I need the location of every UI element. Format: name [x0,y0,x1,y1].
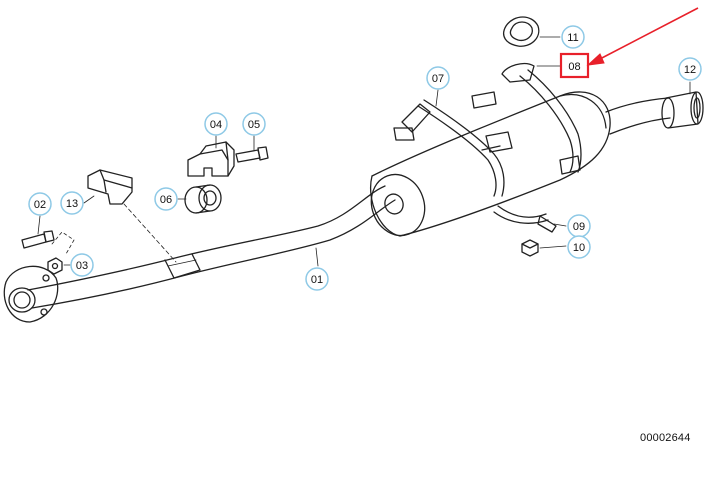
callout-label-10: 10 [573,242,585,254]
muffler-strap-07 [393,99,513,197]
front-exhaust-pipe [27,185,396,309]
bolt-02 [21,230,55,249]
nut-10 [521,239,539,257]
callout-04: 04 [204,112,228,136]
callout-03: 03 [70,253,94,277]
callout-01: 01 [305,267,329,291]
nut-03 [47,257,63,275]
callout-13: 13 [60,191,84,215]
callout-10: 10 [567,235,591,259]
callout-label-11: 11 [567,32,578,44]
callout-label-01: 01 [311,274,323,286]
callout-label-06: 06 [160,194,172,206]
callout-12: 12 [678,57,702,81]
front-flange [3,265,59,323]
rear-muffler [370,91,611,237]
highlight-arrow [586,7,699,66]
lower-clamp-band [493,205,557,233]
callout-label-13: 13 [66,198,78,210]
leader-lines [37,36,691,267]
callout-label-05: 05 [248,119,260,131]
callout-09: 09 [567,214,591,238]
bolt-05 [235,146,269,163]
callout-08: 08 [559,52,590,79]
gasket-clip-11 [503,16,540,47]
callout-11: 11 [561,25,585,49]
pipe-clamp-04 [187,141,235,177]
callout-label-09: 09 [573,221,585,233]
document-number: 00002644 [640,432,691,444]
bushing-06 [184,184,222,214]
callout-label-03: 03 [76,260,88,272]
tail-pipe [605,97,671,135]
callout-label-04: 04 [210,119,222,131]
callout-06: 06 [154,187,178,211]
exhaust-tip [661,91,704,129]
callout-05: 05 [242,112,266,136]
callout-07: 07 [426,66,450,90]
muffler-strap-08 [471,62,582,175]
callout-label-08: 08 [568,61,580,73]
callout-label-02: 02 [34,199,46,211]
callout-label-12: 12 [684,64,696,76]
bracket-13 [87,169,133,205]
callout-markers: 11 08 07 12 04 05 [28,25,702,291]
callout-label-07: 07 [432,73,444,85]
callout-02: 02 [28,192,52,216]
